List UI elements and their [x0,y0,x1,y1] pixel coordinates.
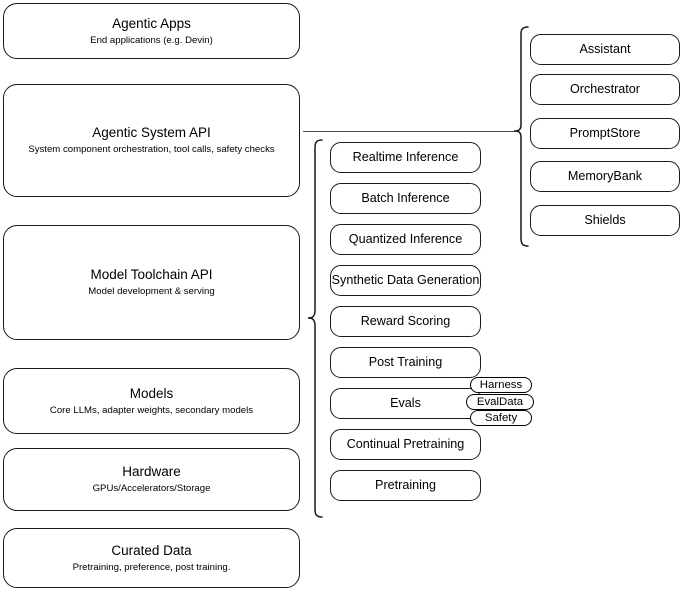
capability-evals[interactable]: Evals [330,388,481,419]
layer-subtitle: Model development & serving [88,286,215,297]
capability-label: Reward Scoring [360,314,451,328]
capability-label: Synthetic Data Generation [331,273,480,287]
badge-evaldata[interactable]: EvalData [466,394,534,410]
layer-title: Curated Data [111,542,192,558]
capability-realtime-inference[interactable]: Realtime Inference [330,142,481,173]
component-label: Shields [584,213,626,227]
layer-title: Agentic Apps [112,15,191,31]
layer-title: Model Toolchain API [90,267,213,282]
layer-model-toolchain-api[interactable]: Model Toolchain API Model development & … [3,225,300,340]
capability-label: Batch Inference [361,191,450,205]
layer-models[interactable]: Models Core LLMs, adapter weights, secon… [3,368,300,434]
badge-harness[interactable]: Harness [470,377,532,393]
capability-label: Evals [390,396,421,410]
layer-subtitle: End applications (e.g. Devin) [90,34,213,46]
connector-agentic-system-to-components [303,131,515,133]
brace-system-components [512,25,530,249]
capability-pretraining[interactable]: Pretraining [330,470,481,501]
component-orchestrator[interactable]: Orchestrator [530,74,680,105]
layer-subtitle: Core LLMs, adapter weights, secondary mo… [49,404,254,416]
component-label: MemoryBank [567,169,643,183]
capability-label: Post Training [368,355,443,369]
layer-agentic-apps[interactable]: Agentic Apps End applications (e.g. Devi… [3,3,300,59]
component-label: PromptStore [569,126,641,140]
layer-title: Models [129,385,174,401]
component-label: Assistant [579,42,631,56]
component-memorybank[interactable]: MemoryBank [530,161,680,192]
component-promptstore[interactable]: PromptStore [530,118,680,149]
capability-label: Quantized Inference [348,232,463,246]
layer-agentic-system-api[interactable]: Agentic System API System component orch… [3,84,300,197]
capability-label: Realtime Inference [352,150,459,164]
badge-safety[interactable]: Safety [470,410,532,426]
capability-batch-inference[interactable]: Batch Inference [330,183,481,214]
capability-quantized-inference[interactable]: Quantized Inference [330,224,481,255]
layer-hardware[interactable]: Hardware GPUs/Accelerators/Storage [3,448,300,511]
component-label: Orchestrator [570,82,640,96]
layer-subtitle: System component orchestration, tool cal… [28,144,275,155]
capability-post-training[interactable]: Post Training [330,347,481,378]
layer-subtitle: GPUs/Accelerators/Storage [92,483,211,494]
capability-reward-scoring[interactable]: Reward Scoring [330,306,481,337]
layer-curated-data[interactable]: Curated Data Pretraining, preference, po… [3,528,300,588]
capability-label: Continual Pretraining [346,437,465,451]
capability-continual-pretraining[interactable]: Continual Pretraining [330,429,481,460]
capability-synthetic-data-generation[interactable]: Synthetic Data Generation [330,265,481,296]
capability-label: Pretraining [375,478,436,492]
component-assistant[interactable]: Assistant [530,34,680,65]
brace-toolchain-capabilities [306,138,324,520]
component-shields[interactable]: Shields [530,205,680,236]
layer-subtitle: Pretraining, preference, post training. [72,561,231,573]
layer-title: Agentic System API [92,125,211,140]
layer-title: Hardware [122,464,181,479]
